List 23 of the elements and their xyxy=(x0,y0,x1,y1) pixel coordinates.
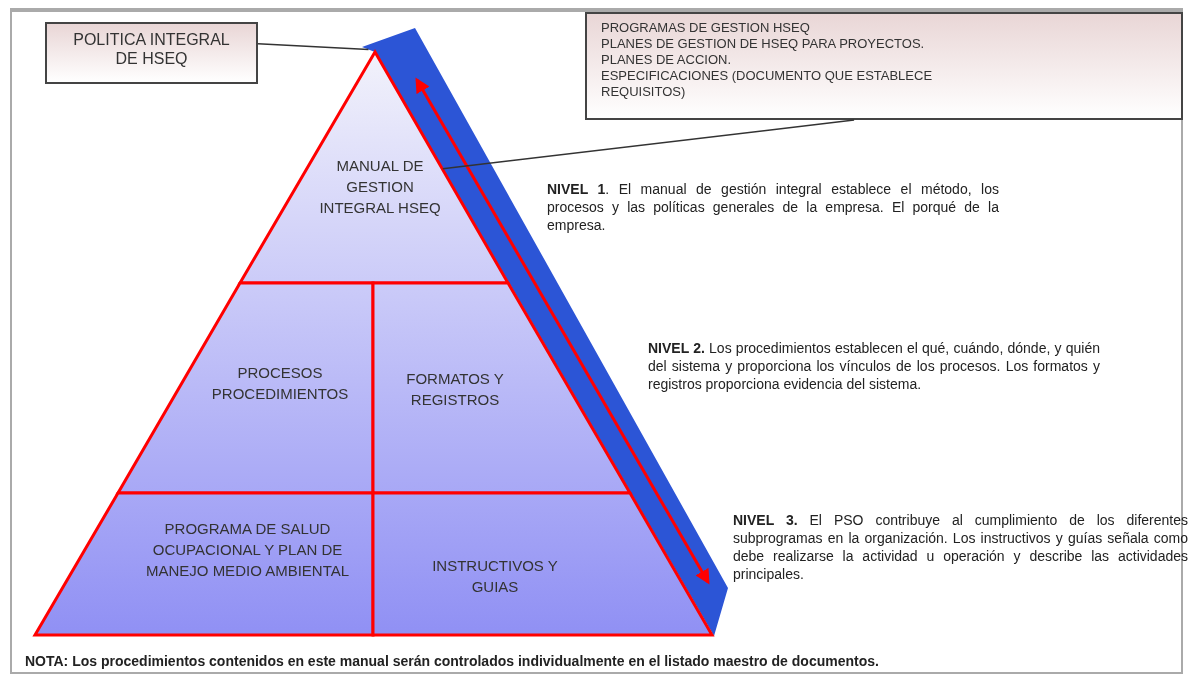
level-description: NIVEL 3. El PSO contribuye al cumplimiento de los diferentes subprogramas en la organización. Los instructivos y guías señala como debe realizarse la actividad u operación y describe las actividades principales. xyxy=(733,511,1188,583)
pyramid-section xyxy=(240,52,508,283)
pyramid-section xyxy=(118,283,373,493)
section-label: MANUAL DE GESTION INTEGRAL HSEQ xyxy=(318,156,442,218)
pyramid-section xyxy=(373,283,630,493)
note-text: NOTA: Los procedimientos contenidos en este manual serán controlados individualmente en el listado maestro de documentos. xyxy=(25,652,880,670)
callout-text: ESPECIFICACIONES (DOCUMENTO QUE ESTABLECE REQUISITOS) xyxy=(601,68,934,100)
section-label: PROCESOS PROCEDIMIENTOS xyxy=(210,363,350,404)
section-label: FORMATOS Y REGISTROS xyxy=(405,369,505,410)
section-label: INSTRUCTIVOS Y GUIAS xyxy=(431,556,559,597)
leader-line xyxy=(257,42,370,51)
leader-line xyxy=(442,119,855,170)
callout-box xyxy=(45,22,258,84)
callout-text: PLANES DE GESTION DE HSEQ PARA PROYECTOS. xyxy=(601,36,926,52)
pyramid-section xyxy=(35,493,373,635)
pyramid-section xyxy=(373,493,712,635)
callout-box xyxy=(585,12,1183,120)
callout-text: PROGRAMAS DE GESTION HSEQ xyxy=(601,20,811,36)
level-description: NIVEL 1. El manual de gestión integral establece el método, los procesos y las políticas generales de la empresa. El porqué de la empresa. xyxy=(547,180,999,234)
level-description: NIVEL 2. Los procedimientos establecen el qué, cuándo, dónde, y quién del sistema y proporciona los vínculos de los procesos. Los formatos y registros proporciona evidencia del sistema. xyxy=(648,339,1100,393)
callout-text: PLANES DE ACCION. xyxy=(601,52,733,68)
callout-text: POLITICA INTEGRAL DE HSEQ xyxy=(72,30,231,68)
section-label: PROGRAMA DE SALUD OCUPACIONAL Y PLAN DE MANEJO MEDIO AMBIENTAL xyxy=(144,519,351,581)
